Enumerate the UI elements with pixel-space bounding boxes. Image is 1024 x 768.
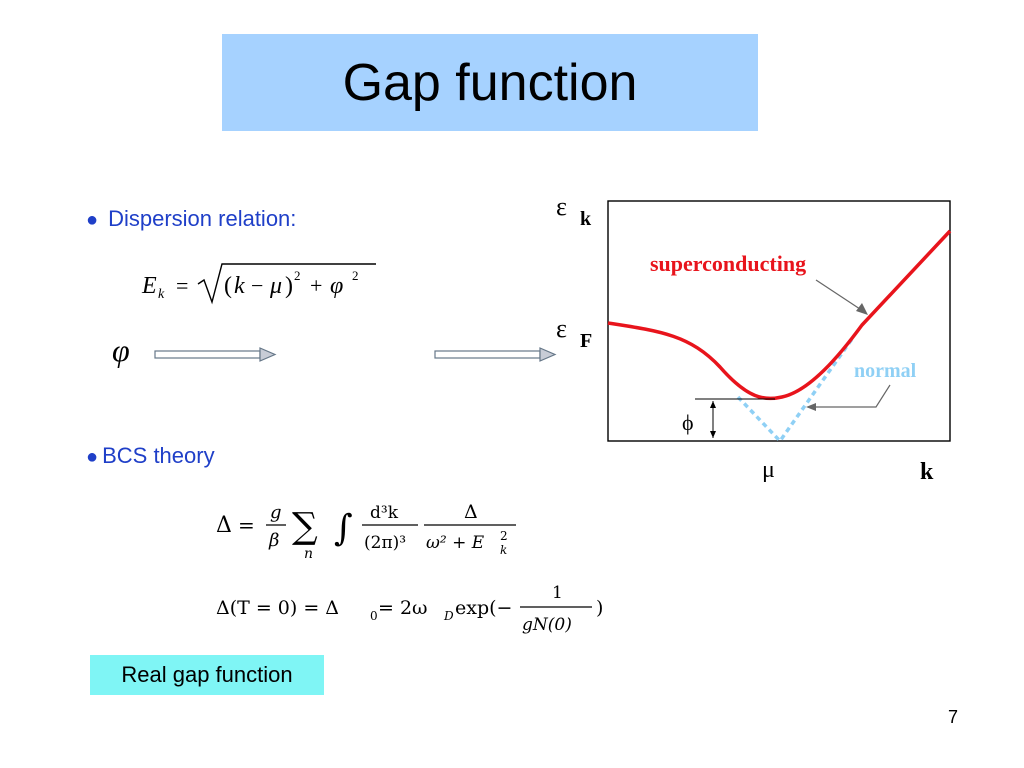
zero-temperature-gap-equation: Δ(T = 0) = Δ 0 = 2ω D exp(− 1 gN(0) ) (216, 583, 603, 635)
eq1-open: ( (224, 273, 232, 299)
arrow-down-icon (710, 431, 716, 438)
eq2-sum-sub: n (304, 546, 313, 562)
superconducting-label: superconducting (650, 251, 806, 276)
bullet-dot-icon: ● (86, 209, 99, 231)
page-number: 7 (948, 707, 959, 727)
arrow-right-icon (434, 347, 557, 362)
eq3-num: 1 (552, 583, 563, 603)
eq1-exp1: 2 (294, 268, 301, 283)
bullet-bcs-theory: ●BCS theory (86, 443, 215, 469)
arrow-row (154, 347, 557, 362)
eq1-exp2: 2 (352, 268, 359, 283)
epsilon-f-label: ε (556, 314, 567, 343)
real-gap-function-box: Real gap function (90, 655, 324, 695)
eq1-plus: + (310, 273, 322, 298)
eq1-phi: φ (330, 273, 343, 299)
x-axis-k-label: k (920, 459, 934, 485)
k-sub-label: k (580, 208, 592, 230)
bullet-bcs-text: BCS theory (102, 443, 215, 468)
eq3-exp: exp(− (455, 597, 512, 619)
gap-equation: Δ = g β ∑ n ∫ d³k (2π)³ Δ ω² + E k 2 (216, 501, 516, 562)
eq1-k: k (234, 273, 245, 299)
eq3-close: ) (596, 597, 603, 619)
slide-title: Gap function (342, 53, 638, 112)
eq3-mid-sub: D (443, 609, 454, 623)
f-sub-label: F (580, 330, 592, 352)
eq2-denom: ω² + E (426, 533, 485, 553)
eq1-equals: = (176, 273, 188, 298)
superconducting-pointer (815, 279, 867, 314)
eq2-num-delta: Δ (464, 501, 478, 523)
phi-symbol: φ (112, 332, 130, 368)
eq2-d3k: d³k (370, 503, 399, 523)
dispersion-diagram: ε k ε F μ k ϕ superconducting normal (556, 192, 952, 485)
mu-label: μ (762, 457, 775, 483)
eq2-delta: Δ (216, 513, 232, 538)
bullet-dot-icon: ● (86, 446, 99, 468)
eq1-minus: − (251, 273, 263, 298)
eq2-denom-sup: 2 (500, 529, 508, 543)
eq3-lhs: Δ(T = 0) = Δ (216, 597, 339, 619)
dispersion-equation: E k = ( k − μ ) 2 + φ 2 (141, 263, 376, 305)
eq3-lhs-sub: 0 (370, 609, 378, 623)
title-banner: Gap function (222, 34, 758, 131)
eq1-lhs: E (141, 273, 157, 299)
sqrt-sign-icon (197, 263, 376, 305)
eq2-sum: ∑ (292, 506, 318, 547)
phi-gap-label: ϕ (682, 410, 694, 435)
eq3-den: gN(0) (522, 615, 572, 635)
arrow-up-icon (710, 401, 716, 408)
eq2-integral: ∫ (334, 508, 353, 549)
eq2-denom-sub: k (500, 543, 507, 557)
superconducting-curve (607, 229, 952, 401)
pointer-arrow-icon (856, 303, 868, 315)
epsilon-k-label: ε (556, 192, 567, 221)
eq1-mu: μ (269, 273, 282, 299)
normal-curve (736, 337, 854, 444)
eq1-lhs-sub: k (158, 287, 165, 302)
pointer-arrow-icon (806, 403, 816, 411)
eq2-equals: = (238, 513, 255, 537)
bullet-dispersion-relation: ● Dispersion relation: (86, 206, 296, 232)
eq2-beta: β (268, 530, 279, 551)
eq1-close: ) (285, 273, 293, 299)
arrow-right-icon (154, 347, 277, 362)
normal-label: normal (854, 360, 917, 382)
eq3-mid: = 2ω (378, 597, 428, 619)
normal-pointer (808, 384, 891, 408)
eq2-two-pi: (2π)³ (364, 533, 406, 553)
plot-frame (607, 200, 951, 442)
real-gap-function-text: Real gap function (121, 662, 293, 687)
bullet-dispersion-text: Dispersion relation: (108, 206, 297, 231)
eq2-g: g (270, 502, 282, 523)
